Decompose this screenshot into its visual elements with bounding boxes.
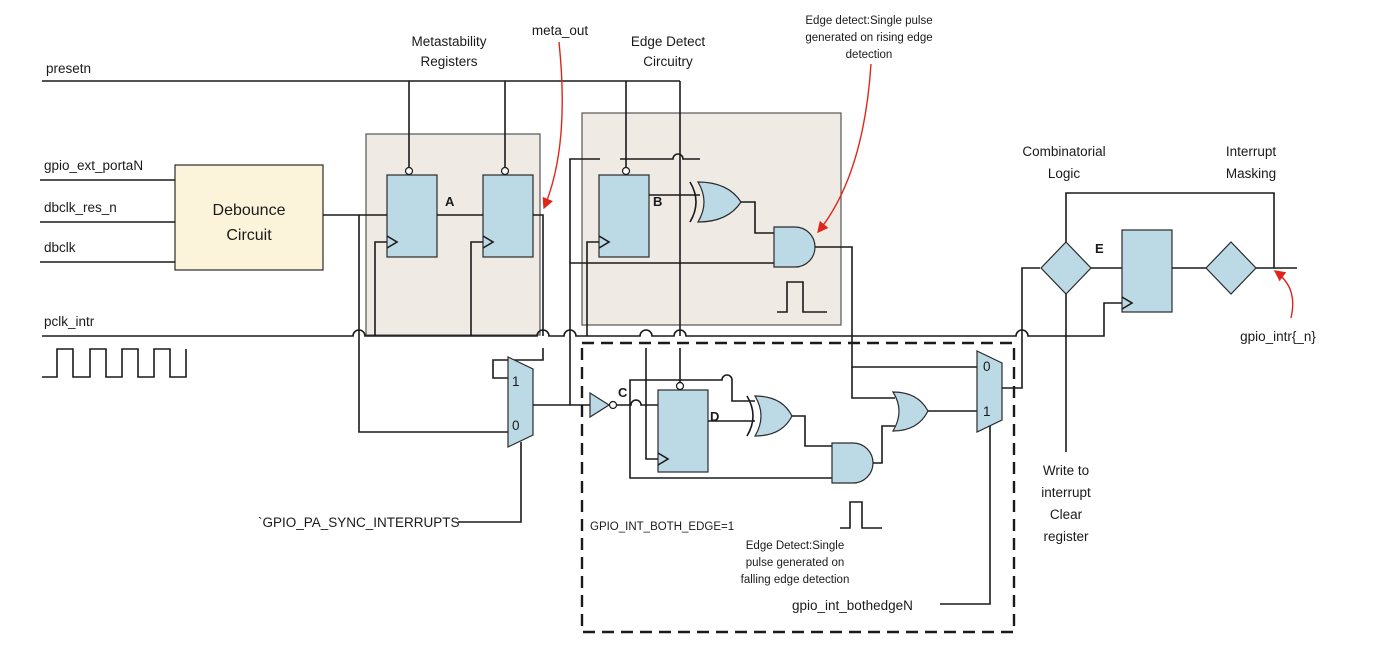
- sync-mux-0: 0: [512, 418, 520, 433]
- both-edge-mux-0: 0: [983, 359, 991, 374]
- intr-out-arrow: [1273, 270, 1294, 319]
- meta-register-1: [386, 174, 438, 258]
- both-edge-box: [580, 341, 1016, 634]
- dbclk-label: dbclk: [44, 240, 76, 255]
- combinatorial-diamond: [1040, 241, 1092, 295]
- node-b-label: B: [653, 194, 662, 209]
- xor-gate-d: [753, 395, 793, 437]
- gpio-ext-porta-label: gpio_ext_portaN: [44, 158, 143, 173]
- node-d-label: D: [710, 409, 719, 424]
- rise-note-3: detection: [846, 49, 893, 61]
- rise-note-1: Edge detect:Single pulse: [805, 15, 932, 27]
- edge-label-1: Edge Detect: [631, 34, 706, 49]
- meta-label-1: Metastability: [411, 34, 486, 49]
- pclk-intr-wire: [42, 302, 1122, 337]
- and-gate-d: [831, 442, 874, 484]
- comb-label-2: Logic: [1048, 166, 1081, 181]
- edge-register-b: [598, 174, 650, 258]
- both-edge-mux-1: 1: [983, 404, 991, 419]
- masking-diamond: [1205, 241, 1257, 295]
- comb-label-1: Combinatorial: [1022, 144, 1105, 159]
- bothedge-label: gpio_int_bothedgeN: [792, 598, 913, 613]
- debounce-block: [174, 164, 324, 271]
- rising-pulse: [777, 281, 827, 313]
- clock-waveform: [42, 348, 187, 378]
- both-edge-note: GPIO_INT_BOTH_EDGE=1: [590, 521, 734, 533]
- falling-pulse: [840, 501, 882, 529]
- sync-mux-1: 1: [512, 374, 520, 389]
- xor-gate-b: [696, 181, 742, 223]
- mask-label-1: Interrupt: [1226, 144, 1277, 159]
- presetn-label: presetn: [46, 61, 91, 76]
- mask-label-2: Masking: [1226, 166, 1276, 181]
- intr-out-label: gpio_intr{_n}: [1240, 329, 1316, 344]
- write-label-3: Clear: [1050, 507, 1083, 522]
- dbclk-res-n-label: dbclk_res_n: [44, 200, 117, 215]
- fall-note-2: pulse generated on: [746, 557, 844, 569]
- and-gate-b: [773, 226, 816, 268]
- both-edge-mux: [976, 350, 1003, 433]
- interrupt-register: [1121, 229, 1173, 313]
- sync-mux: [507, 356, 534, 448]
- meta-out-label: meta_out: [532, 23, 589, 38]
- node-a-label: A: [445, 194, 455, 209]
- or-gate: [891, 391, 929, 432]
- write-label-1: Write to: [1043, 463, 1089, 478]
- write-label-4: register: [1043, 529, 1089, 544]
- sync-interrupts-label: `GPIO_PA_SYNC_INTERRUPTS: [258, 515, 460, 530]
- fall-note-1: Edge Detect:Single: [746, 540, 844, 552]
- pclk-intr-label: pclk_intr: [44, 314, 95, 329]
- meta-label-2: Registers: [420, 54, 477, 69]
- fall-note-3: falling edge detection: [741, 574, 850, 586]
- node-e-label: E: [1095, 241, 1104, 256]
- debounce-label-1: Debounce: [213, 202, 286, 219]
- debounce-label-2: Circuit: [226, 227, 272, 244]
- inverter-c: [589, 391, 611, 419]
- edge-label-2: Circuitry: [643, 54, 693, 69]
- rise-note-arrow: [817, 63, 872, 234]
- rise-note-2: generated on rising edge: [805, 32, 932, 44]
- meta-out-arrow: [542, 41, 563, 210]
- node-c-label: C: [618, 385, 628, 400]
- meta-register-2: [482, 174, 534, 258]
- write-label-2: interrupt: [1041, 485, 1091, 500]
